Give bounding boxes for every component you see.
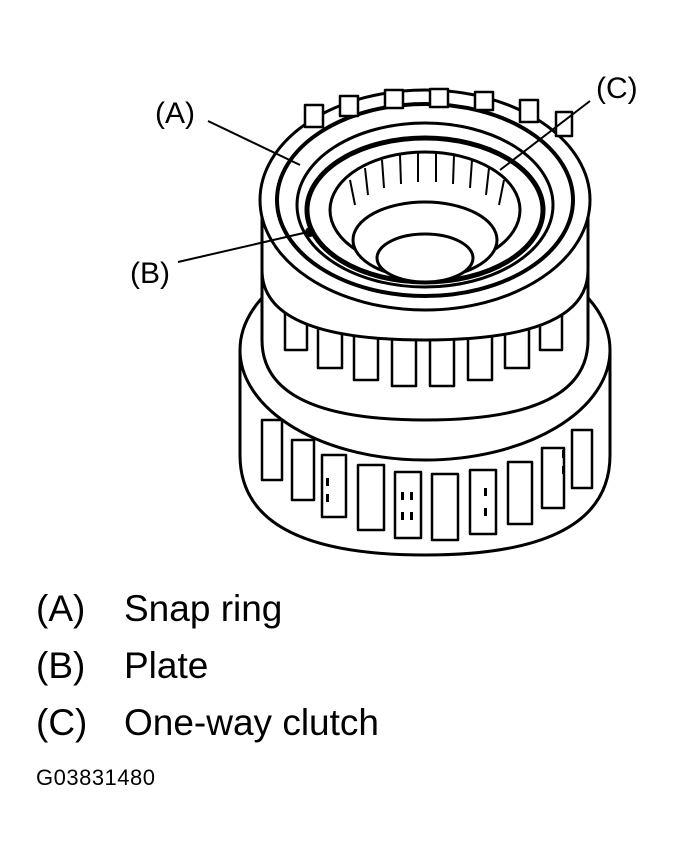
legend-desc-c: One-way clutch: [124, 702, 379, 743]
spline-slots: [326, 450, 565, 520]
clutch-rollers: [349, 153, 505, 206]
legend-desc-a: Snap ring: [124, 588, 283, 629]
plate-dot: [305, 227, 315, 237]
figure-code: G03831480: [36, 765, 156, 790]
legend-letter-b: (B): [36, 645, 86, 686]
bore-inner: [375, 232, 475, 284]
leader-line-b: [177, 231, 309, 263]
drum-splines: [260, 418, 594, 542]
callout-label-b: (B): [130, 257, 170, 290]
clutch-drum-illustration: (A) (B) (C): [130, 72, 638, 557]
leader-line-c: [499, 100, 591, 171]
legend-letter-a: (A): [36, 588, 86, 629]
hub-teeth: [303, 87, 574, 138]
callout-label-c: (C): [596, 72, 638, 105]
legend-letter-c: (C): [36, 702, 88, 743]
callout-label-a: (A): [155, 97, 195, 130]
legend-desc-b: Plate: [124, 645, 209, 686]
leader-line-a: [207, 120, 301, 166]
